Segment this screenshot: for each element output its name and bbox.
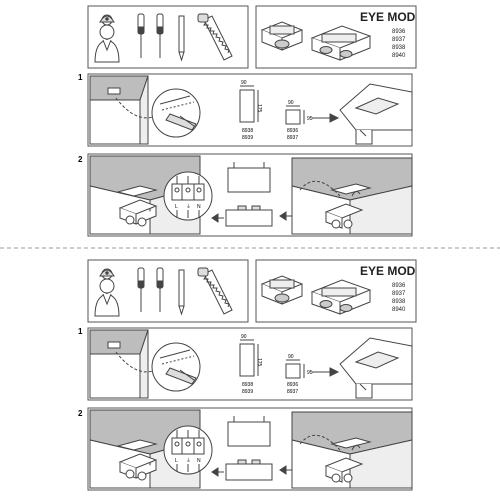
dim-code: 8937 xyxy=(287,389,298,395)
dim-width: 90 xyxy=(241,334,247,340)
cutout-square-diagram xyxy=(285,359,305,379)
dim-width: 90 xyxy=(288,100,294,106)
sheet-bottom: EYE MOD 8936 8937 8938 8940 1 90 175 893… xyxy=(78,259,417,491)
terminal-label: N xyxy=(197,458,201,464)
dim-code: 8939 xyxy=(242,135,253,141)
dim-code: 8938 xyxy=(242,382,253,388)
step-number: 1 xyxy=(78,327,83,336)
model-code: 8940 xyxy=(392,53,406,59)
ceiling-cutout-diagram xyxy=(312,337,413,399)
wiring-diagram xyxy=(89,155,413,235)
dim-height: 175 xyxy=(256,104,262,113)
terminal-label: L xyxy=(175,204,178,210)
ceiling-cutout-diagram xyxy=(312,83,413,145)
model-code: 8938 xyxy=(392,45,406,51)
dim-width: 90 xyxy=(288,354,294,360)
dim-height: 95 xyxy=(307,116,313,122)
dim-code: 8936 xyxy=(287,128,298,134)
model-code: 8937 xyxy=(392,37,406,43)
dim-code: 8936 xyxy=(287,382,298,388)
product-title: EYE MOD xyxy=(360,10,416,24)
dim-code: 8937 xyxy=(287,135,298,141)
dim-height: 175 xyxy=(256,358,262,367)
dim-width: 90 xyxy=(241,80,247,86)
wiring-diagram xyxy=(89,409,413,489)
terminal-label: N xyxy=(197,204,201,210)
terminal-label: L xyxy=(175,458,178,464)
terminal-label: ⏚ xyxy=(186,203,191,210)
cutout-tall-diagram xyxy=(239,85,259,123)
step-number: 2 xyxy=(78,409,83,418)
cutout-square-diagram xyxy=(285,105,305,125)
terminal-label: ⏚ xyxy=(186,457,191,464)
model-code: 8936 xyxy=(392,283,406,289)
model-code: 8936 xyxy=(392,29,406,35)
cutout-tall-diagram xyxy=(239,339,259,377)
step-number: 2 xyxy=(78,155,83,164)
dim-code: 8939 xyxy=(242,389,253,395)
dim-code: 8938 xyxy=(242,128,253,134)
model-code: 8940 xyxy=(392,307,406,313)
sheet-top: EYE MOD 8936 8937 8938 8940 1 90 175 893… xyxy=(78,5,417,237)
step-number: 1 xyxy=(78,73,83,82)
model-code: 8938 xyxy=(392,299,406,305)
product-title: EYE MOD xyxy=(360,264,416,278)
model-code: 8937 xyxy=(392,291,406,297)
dim-height: 95 xyxy=(307,370,313,376)
